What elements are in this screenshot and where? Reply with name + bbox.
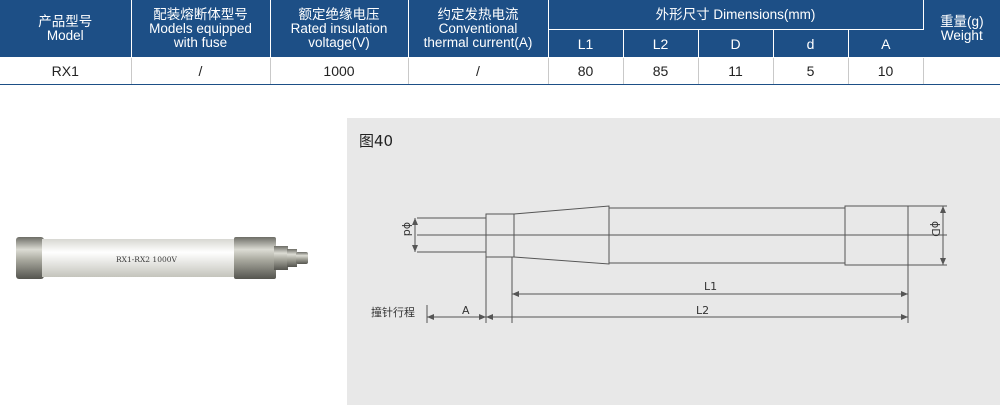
header-l2: L2 bbox=[623, 29, 699, 58]
header-weight: 重量(g)Weight bbox=[923, 0, 1000, 58]
cell-fuse-model: / bbox=[131, 57, 271, 85]
dim-big-d-label: ϕD bbox=[929, 221, 942, 237]
dim-stroke-label: 撞针行程 bbox=[371, 306, 415, 319]
cell-big-d: 11 bbox=[698, 57, 774, 85]
header-dimensions: 外形尺寸 Dimensions(mm) bbox=[548, 0, 924, 30]
header-l1: L1 bbox=[548, 29, 624, 58]
header-big-d: D bbox=[698, 29, 774, 58]
dim-l2-label: L2 bbox=[696, 304, 710, 317]
drawing-svg bbox=[412, 205, 947, 323]
figure-panel: 图40 bbox=[347, 118, 1000, 405]
dim-a-label: A bbox=[462, 304, 470, 317]
cell-l1: 80 bbox=[548, 57, 624, 85]
cell-model: RX1 bbox=[0, 57, 132, 85]
header-a: A bbox=[848, 29, 924, 58]
fuse-illustration: RX1-RX2 1000V bbox=[16, 237, 308, 279]
cell-current: / bbox=[408, 57, 549, 85]
dim-l1-label: L1 bbox=[704, 280, 718, 293]
fuse-photo: RX1-RX2 1000V bbox=[14, 228, 324, 288]
dim-small-d-label: ϕd bbox=[401, 222, 414, 237]
dimension-drawing: ϕd ϕD L1 L2 A 撞针行程 bbox=[347, 118, 1000, 410]
cell-small-d: 5 bbox=[773, 57, 849, 85]
cell-weight bbox=[923, 57, 1000, 85]
fuse-print: RX1-RX2 1000V bbox=[116, 255, 178, 264]
cell-a: 10 bbox=[848, 57, 924, 85]
table-row: RX1 / 1000 / 80 85 11 5 10 bbox=[0, 57, 1000, 85]
header-small-d: d bbox=[773, 29, 849, 58]
cell-voltage: 1000 bbox=[270, 57, 409, 85]
cell-l2: 85 bbox=[623, 57, 699, 85]
figure-label: 图40 bbox=[359, 132, 394, 150]
